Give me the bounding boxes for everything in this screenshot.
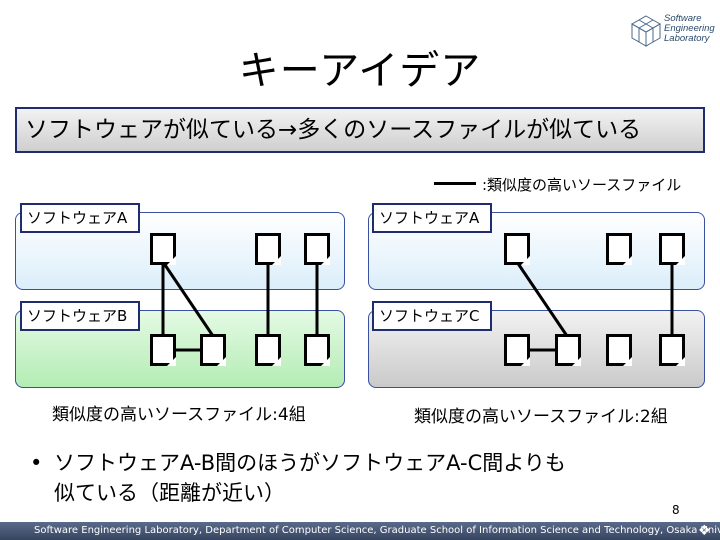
page-number: 8 [672, 503, 680, 517]
source-file-icon [304, 334, 330, 366]
source-file-icon [606, 334, 632, 366]
logo-line: Laboratory [664, 33, 710, 44]
network-cube-icon [630, 15, 662, 47]
logo-line: Engineering [664, 23, 715, 34]
legend-label: :類似度の高いソースファイル [482, 176, 682, 194]
source-file-icon [150, 334, 176, 366]
conclusion-bullet: • ソフトウェアA-B間のほうがソフトウェアA-C間よりも 似ている（距離が近い） [30, 448, 566, 508]
lab-logo [630, 12, 720, 52]
source-file-icon [659, 233, 685, 265]
source-file-icon [504, 334, 530, 366]
source-file-icon [255, 334, 281, 366]
software-a-label-right: ソフトウェアA [372, 203, 492, 233]
source-file-icon [659, 334, 685, 366]
logo-text: Software Engineering Laboratory [664, 14, 715, 44]
source-file-icon [555, 334, 581, 366]
source-file-icon [255, 233, 281, 265]
footer-diamond-icon: ❖ [698, 523, 711, 539]
source-file-icon [504, 233, 530, 265]
legend-line-swatch [434, 182, 476, 185]
source-file-icon [304, 233, 330, 265]
software-b-label: ソフトウェアB [20, 301, 140, 331]
source-file-icon [150, 233, 176, 265]
software-a-label-left: ソフトウェアA [20, 203, 140, 233]
bullet-dot: • [30, 451, 43, 475]
left-pair-caption: 類似度の高いソースファイル:4組 [52, 405, 306, 425]
logo-line: Software [664, 13, 702, 24]
footer-bar [0, 522, 720, 540]
key-idea-banner: ソフトウェアが似ている→多くのソースファイルが似ている [15, 107, 705, 153]
source-file-icon [200, 334, 226, 366]
bullet-line-2: 似ている（距離が近い） [54, 481, 285, 505]
slide-title: キーアイデア [238, 48, 482, 94]
footer-text: Software Engineering Laboratory, Departm… [34, 525, 720, 536]
right-pair-caption: 類似度の高いソースファイル:2組 [414, 407, 668, 427]
software-c-label: ソフトウェアC [372, 301, 492, 331]
source-file-icon [606, 233, 632, 265]
bullet-line-1: ソフトウェアA-B間のほうがソフトウェアA-C間よりも [54, 451, 566, 475]
